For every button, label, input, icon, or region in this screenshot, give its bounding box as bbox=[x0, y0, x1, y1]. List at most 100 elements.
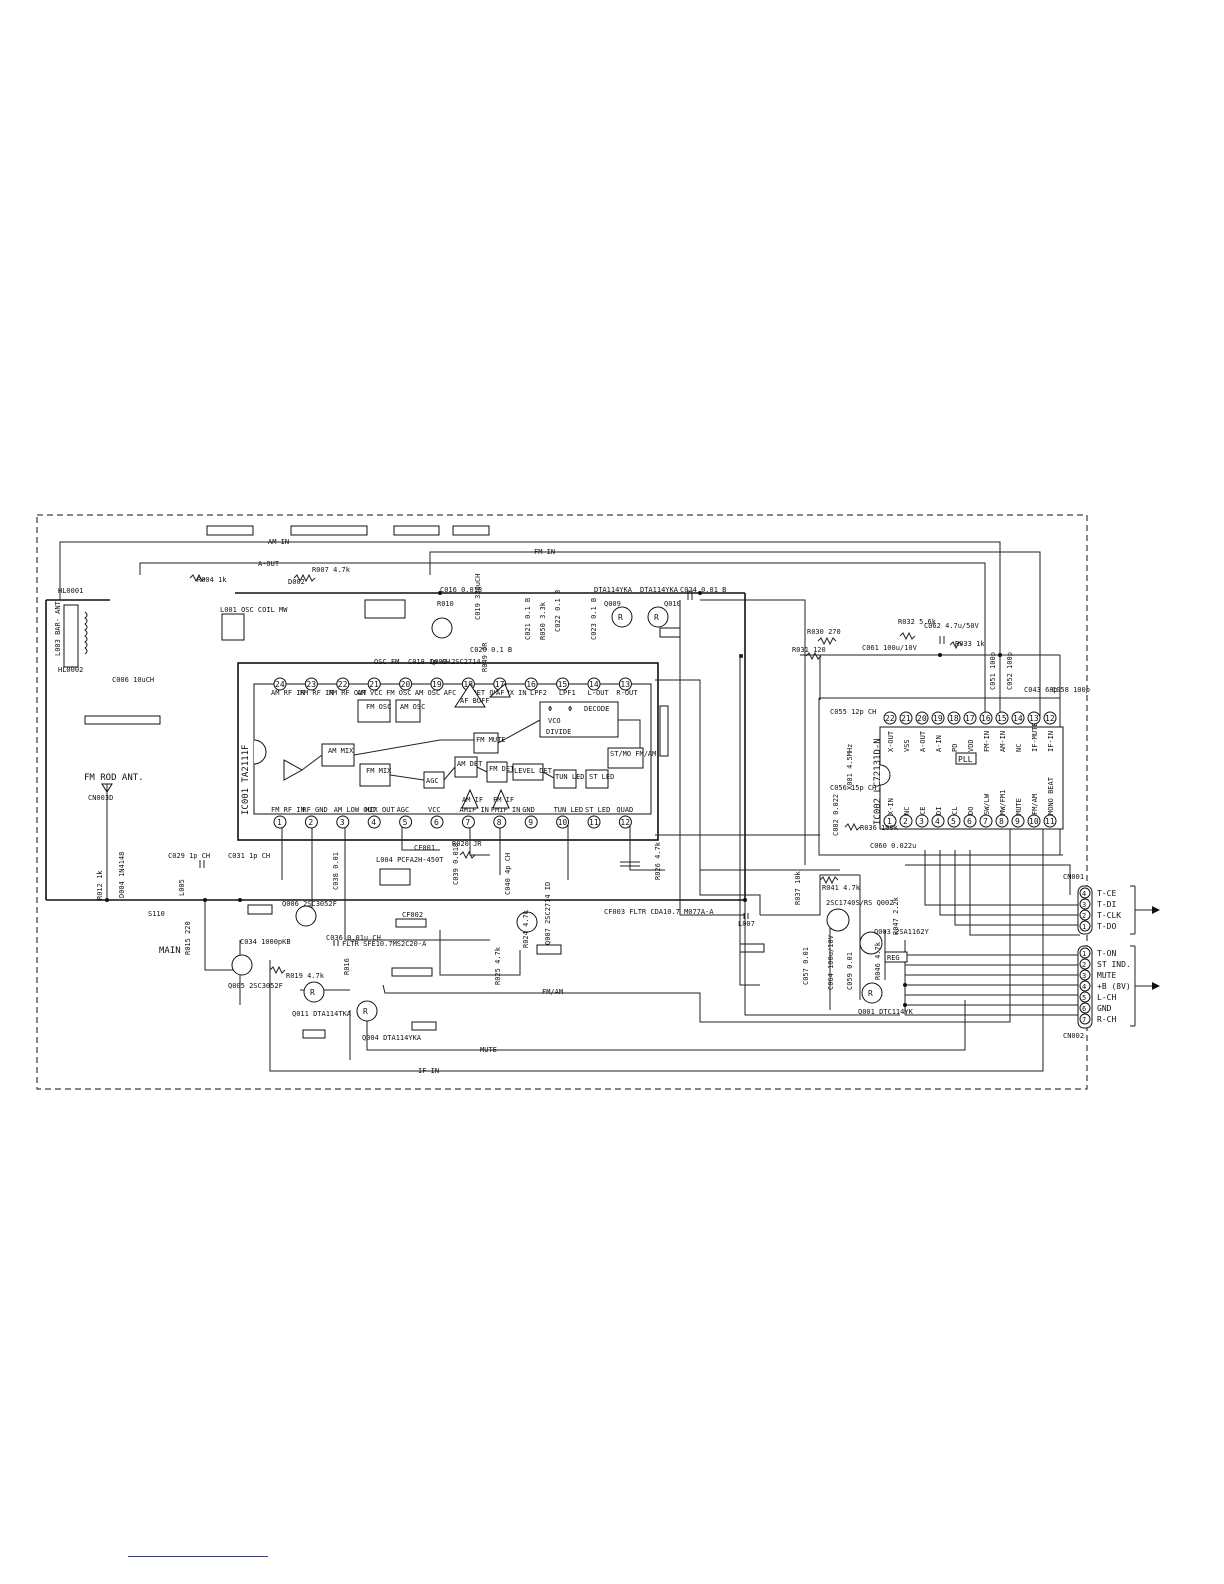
ic002-top-pin-label: VSS bbox=[903, 739, 911, 752]
ic001-notch bbox=[253, 739, 267, 765]
ic002-bottom-pin-6 bbox=[963, 814, 977, 828]
q009-transistor bbox=[611, 606, 633, 628]
ic001-bottom-pin-label: ST LED bbox=[585, 806, 610, 814]
ic002-bottom-pin-4 bbox=[931, 814, 945, 828]
ic001-bottom-pin-2 bbox=[304, 815, 318, 829]
ic001-top-pin-24 bbox=[273, 677, 287, 691]
ic002-bottom-pin-1 bbox=[883, 814, 897, 828]
ic002-top-pin-19 bbox=[931, 711, 945, 725]
ic001-af-buff bbox=[454, 683, 486, 708]
ic001-rf-amp bbox=[283, 759, 304, 781]
ic001-am-if bbox=[461, 788, 479, 809]
ic001-top-pin-label: R-OUT bbox=[616, 689, 638, 697]
cn001-pin-3 bbox=[1079, 898, 1091, 910]
ic001-block-fm-osc bbox=[357, 699, 391, 723]
ic001-top-pin-13 bbox=[618, 677, 632, 691]
d002-label: D002 bbox=[288, 578, 305, 586]
footer-link-underline[interactable] bbox=[128, 1556, 268, 1557]
cn001-pin-4 bbox=[1079, 887, 1091, 899]
cn002-pin-7 bbox=[1079, 1013, 1091, 1025]
ic002-bottom-pin-number: 7 bbox=[983, 817, 988, 826]
ic001-fm-if-label: FM IF bbox=[493, 796, 514, 804]
r036-label: R036 100k bbox=[860, 824, 899, 832]
ic002-bottom-pin-2 bbox=[899, 814, 913, 828]
tag-box-6 bbox=[659, 705, 669, 757]
ic002-top-pin-label: IF-MUTE bbox=[1031, 722, 1039, 752]
c039-label: C039 0.018 bbox=[452, 843, 460, 885]
ic002-bottom-pin-8 bbox=[995, 814, 1009, 828]
fm-osc-coil bbox=[364, 599, 406, 619]
board-outline bbox=[36, 514, 1088, 1090]
tag-box-8 bbox=[391, 967, 433, 977]
ic002-top-pin-number: 22 bbox=[885, 714, 895, 723]
ic001-top-pin-label: LPF1 bbox=[559, 689, 576, 697]
ic002-pll-label: PLL bbox=[958, 755, 973, 764]
ic001-bottom-pin-number: 3 bbox=[340, 818, 345, 827]
ic002-bottom-pin-number: 10 bbox=[1029, 817, 1039, 826]
cn001-pin-number: 4 bbox=[1082, 890, 1086, 898]
bus-label-a-out: A-OUT bbox=[258, 560, 280, 568]
r049-label: R049 JR bbox=[481, 642, 489, 672]
ic001-top-pin-label: FM OSC bbox=[386, 689, 411, 697]
q005-label: Q005 2SC3052F bbox=[228, 982, 283, 990]
transistors: R R R R R REG bbox=[231, 606, 908, 1022]
ic002-bottom-pin-number: 4 bbox=[935, 817, 940, 826]
ic002-top-pin-14 bbox=[1011, 711, 1025, 725]
c064-label: C064 100u/10V bbox=[827, 934, 835, 990]
c036-label: C036 0.01u CH bbox=[326, 934, 381, 942]
l003-bar-antenna bbox=[63, 604, 79, 668]
ic002-top-pin-number: 18 bbox=[949, 714, 959, 723]
fm-osc-coil-label: OSC FM bbox=[374, 658, 399, 666]
ic001-block-phi2: Φ bbox=[568, 705, 572, 713]
ic002-bottom-pin-number: 1 bbox=[887, 817, 892, 826]
r004-label: R004 1k bbox=[197, 576, 227, 584]
d004-label: D004 1N4148 bbox=[118, 852, 126, 898]
l003-label: L003 BAR- ANT bbox=[54, 600, 62, 656]
c024-label: C024 0.01 B bbox=[680, 586, 726, 594]
reg-box bbox=[884, 951, 908, 963]
cn002-pin-number: 1 bbox=[1082, 950, 1086, 958]
q010-label: Q010 bbox=[664, 600, 681, 608]
ic001-top-pin-15 bbox=[556, 677, 570, 691]
cn002-pin-number: 5 bbox=[1082, 994, 1086, 1002]
r032-label: R032 5.6k bbox=[898, 618, 937, 626]
ic002-bottom-pin-5 bbox=[947, 814, 961, 828]
cn002-pin-number: 4 bbox=[1082, 983, 1086, 991]
hl0002-label: HL0002 bbox=[58, 666, 83, 674]
tag-box-5 bbox=[84, 715, 161, 725]
cn002-pin-3 bbox=[1079, 969, 1091, 981]
ic002-bottom-pin-number: 6 bbox=[967, 817, 972, 826]
hl0001-label: HL0001 bbox=[58, 587, 83, 595]
ic001-af-buff-label: AF BUFF bbox=[460, 697, 490, 705]
ic002-top-pin-number: 19 bbox=[933, 714, 943, 723]
r024-label: R024 4.7k bbox=[522, 909, 530, 948]
ic001-top-pin-label: AFC bbox=[444, 689, 457, 697]
q002-transistor bbox=[826, 908, 850, 932]
cn002-pin-number: 2 bbox=[1082, 961, 1086, 969]
ic001-top-pin-number: 15 bbox=[558, 680, 568, 689]
ic002-top-pin-label: NC bbox=[1015, 744, 1023, 752]
c062-label: C062 4.7u/50V bbox=[924, 622, 980, 630]
ic002-bottom-pin-10 bbox=[1027, 814, 1041, 828]
cn002-pin-2 bbox=[1079, 958, 1091, 970]
ic001-block-st-led-label: ST LED bbox=[589, 773, 614, 781]
ic001-block-am-mix-label: AM MIX bbox=[328, 747, 354, 755]
r031-label: R031 120 bbox=[792, 646, 826, 654]
l001-label: L001 OSC COIL MW bbox=[220, 606, 288, 614]
ic002-bottom-pin-label: MUTE bbox=[1015, 798, 1023, 815]
c038-label: C038 0.01 bbox=[332, 852, 340, 890]
c060-label: C060 0.022u bbox=[870, 842, 916, 850]
cn001-pin-number: 3 bbox=[1082, 901, 1086, 909]
cn002-pin-label: ST IND. bbox=[1097, 960, 1131, 969]
ic002-top-pin-label: A-OUT bbox=[919, 730, 927, 752]
ic001-top-pin-label: AM RF IN bbox=[271, 689, 305, 697]
cf002-filter bbox=[395, 918, 427, 928]
c057-label: C057 0.01 bbox=[802, 947, 810, 985]
